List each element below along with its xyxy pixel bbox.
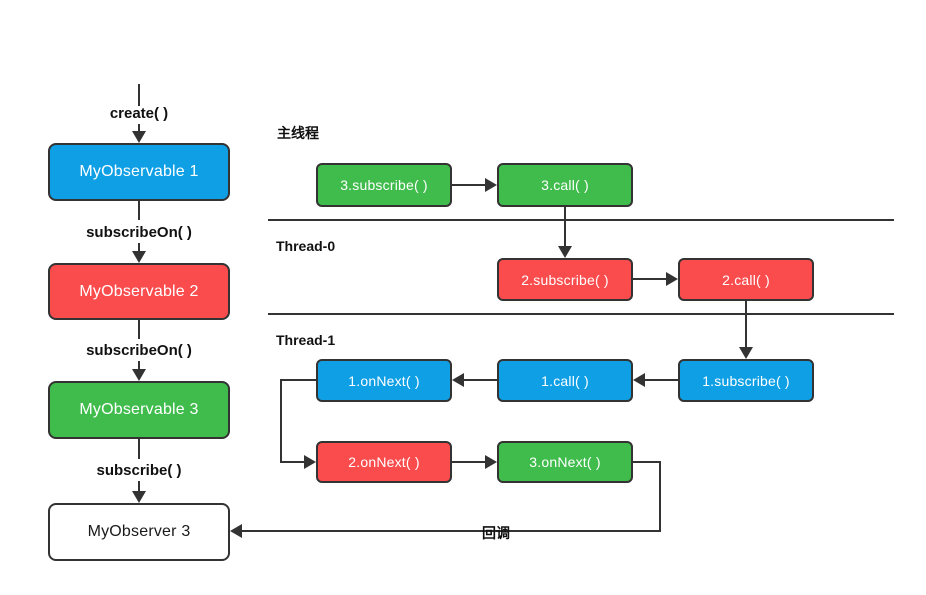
flow-node-2-subscribe: 2.subscribe( ) <box>497 258 633 301</box>
arrowhead-down-icon <box>132 251 146 263</box>
arrowhead-down-icon <box>558 246 572 258</box>
flow-node-myobserver-3: MyObserver 3 <box>48 503 230 561</box>
edge-label-subscribe-on-1: subscribeOn( ) <box>86 224 192 241</box>
flow-node-2-onnext: 2.onNext( ) <box>316 441 452 483</box>
lane-label-thread-1: Thread-1 <box>276 332 336 348</box>
arrowhead-down-icon <box>739 347 753 359</box>
lane-separator-line <box>268 219 894 221</box>
arrowhead-left-icon <box>230 524 242 538</box>
connector-line <box>645 379 678 381</box>
lane-separator-line <box>268 313 894 315</box>
flow-node-2-call: 2.call( ) <box>678 258 814 301</box>
arrowhead-right-icon <box>485 178 497 192</box>
connector-line <box>452 461 486 463</box>
connector-line <box>138 481 140 492</box>
connector-line <box>745 301 747 348</box>
arrowhead-left-icon <box>633 373 645 387</box>
callback-line <box>633 461 661 463</box>
callback-line <box>659 461 661 531</box>
arrowhead-left-icon <box>452 373 464 387</box>
connector-line <box>138 361 140 370</box>
arrowhead-right-icon <box>485 455 497 469</box>
connector-line <box>280 461 305 463</box>
flow-node-3-onnext: 3.onNext( ) <box>497 441 633 483</box>
callback-label: 回调 <box>482 525 510 541</box>
flow-node-3-call: 3.call( ) <box>497 163 633 207</box>
flow-node-3-subscribe: 3.subscribe( ) <box>316 163 452 207</box>
flow-node-1-call: 1.call( ) <box>497 359 633 402</box>
connector-line <box>138 439 140 459</box>
arrowhead-down-icon <box>132 491 146 503</box>
connector-line <box>633 278 667 280</box>
callback-line <box>242 530 661 532</box>
arrowhead-down-icon <box>132 131 146 143</box>
arrowhead-down-icon <box>132 369 146 381</box>
connector-line <box>138 124 140 134</box>
edge-label-subscribe: subscribe( ) <box>96 462 182 479</box>
connector-line <box>280 379 316 381</box>
connector-line <box>138 243 140 252</box>
connector-line <box>452 184 486 186</box>
flow-node-myobservable-3: MyObservable 3 <box>48 381 230 439</box>
flow-node-myobservable-1: MyObservable 1 <box>48 143 230 201</box>
flow-node-1-onnext: 1.onNext( ) <box>316 359 452 402</box>
connector-line <box>564 207 566 247</box>
connector-line <box>138 84 140 106</box>
connector-line <box>280 379 282 463</box>
connector-line <box>464 379 497 381</box>
lane-label-main-thread: 主线程 <box>277 125 319 141</box>
edge-label-create: create( ) <box>109 105 169 122</box>
edge-label-subscribe-on-2: subscribeOn( ) <box>86 342 192 359</box>
flow-node-myobservable-2: MyObservable 2 <box>48 263 230 320</box>
connector-line <box>138 201 140 220</box>
flow-node-1-subscribe: 1.subscribe( ) <box>678 359 814 402</box>
connector-line <box>138 320 140 339</box>
arrowhead-right-icon <box>304 455 316 469</box>
arrowhead-right-icon <box>666 272 678 286</box>
lane-label-thread-0: Thread-0 <box>276 238 336 254</box>
